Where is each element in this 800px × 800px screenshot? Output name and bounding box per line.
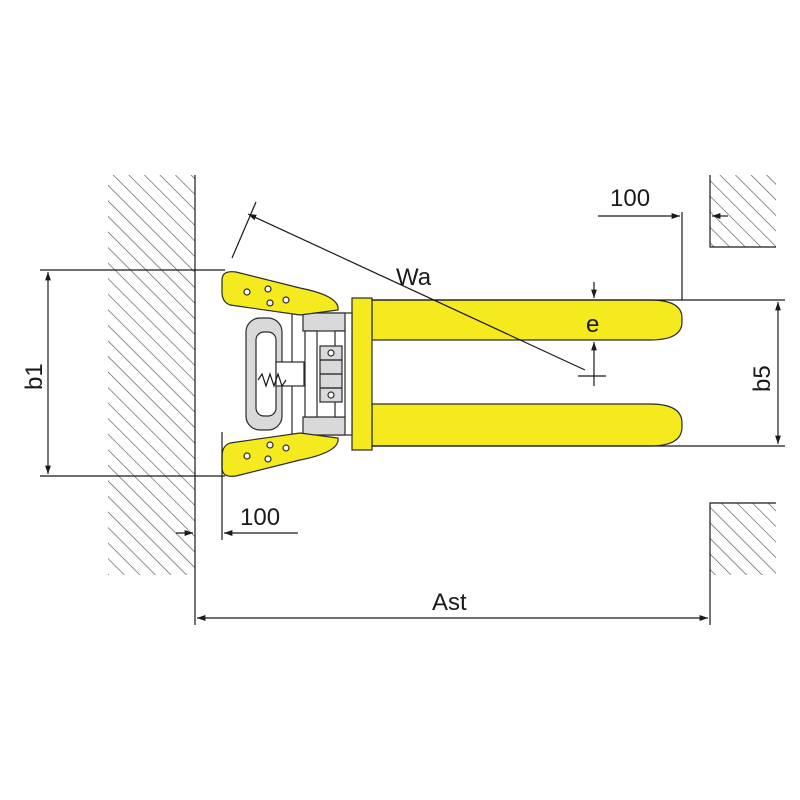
steering-arm-upper — [221, 271, 339, 316]
wall-bottom-right-edge — [709, 502, 776, 575]
bolt-icon — [266, 441, 274, 449]
label-wa: Wa — [396, 264, 432, 291]
bolt-icon — [243, 452, 251, 460]
tiller-spring — [257, 372, 287, 388]
dim-line-wa — [247, 213, 586, 371]
wall-top-right-edge — [709, 175, 776, 248]
chassis-plate-top — [302, 312, 346, 332]
steering-arm-lower — [221, 432, 339, 477]
bolt-icon — [327, 349, 335, 357]
label-b1: b1 — [21, 363, 48, 390]
bolt-icon — [264, 285, 272, 293]
tiller-grip — [255, 331, 277, 417]
wall-top-right — [710, 175, 776, 247]
bolt-icon — [282, 444, 290, 452]
wall-bottom-right — [710, 503, 776, 575]
fork-upper — [371, 299, 683, 341]
fork-carriage — [351, 297, 373, 451]
chassis-plate-bottom — [302, 416, 346, 436]
bolt-icon — [266, 299, 274, 307]
label-b5: b5 — [749, 365, 776, 392]
label-e: e — [586, 311, 599, 338]
label-clearance-top: 100 — [610, 185, 650, 212]
bolt-icon — [327, 391, 335, 399]
bolt-icon — [282, 296, 290, 304]
fork-lower — [371, 403, 683, 447]
mast-left — [304, 330, 318, 418]
bolt-icon — [243, 288, 251, 296]
label-clearance-bottom: 100 — [240, 504, 280, 531]
ext-line-wa — [231, 201, 257, 259]
label-ast: Ast — [432, 589, 467, 616]
bolt-icon — [264, 455, 272, 463]
wall-left — [108, 175, 195, 575]
